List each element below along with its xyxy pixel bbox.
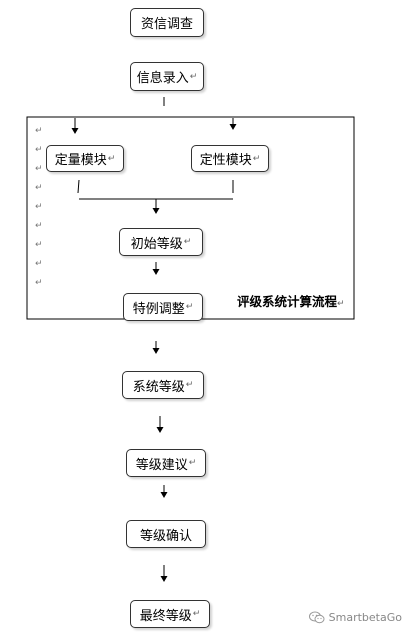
node-info-entry: 信息录入↵: [130, 62, 204, 91]
node-label: 初始等级: [130, 236, 183, 252]
node-label: 定量模块: [54, 153, 107, 168]
para-mark: ↵: [35, 259, 43, 269]
para-mark: ↵: [188, 458, 197, 468]
node-quant-module: 定量模块↵: [46, 145, 124, 172]
watermark: SmartbetaGo: [308, 611, 402, 624]
node-special-adjust: 特例调整↵: [123, 293, 203, 321]
para-mark: ↵: [337, 299, 345, 309]
para-mark: ↵: [185, 380, 194, 390]
node-label: 定性模块: [199, 153, 252, 168]
para-mark: ↵: [35, 145, 43, 155]
para-mark: ↵: [185, 302, 194, 312]
node-grade-suggest: 等级建议↵: [126, 449, 206, 477]
para-mark: ↵: [35, 126, 43, 136]
node-label: 等级建议: [135, 457, 188, 473]
node-label: 特例调整: [132, 301, 185, 317]
subsystem-label-text: 评级系统计算流程: [237, 294, 338, 309]
node-qual-module: 定性模块↵: [191, 145, 269, 172]
para-mark: ↵: [107, 153, 116, 164]
node-label: 等级确认: [139, 528, 192, 544]
wechat-icon: [308, 611, 325, 624]
node-label: 最终等级: [139, 608, 192, 624]
node-label: 信息录入: [136, 71, 189, 86]
node-label: 资信调查: [140, 17, 193, 32]
para-mark: ↵: [252, 153, 261, 164]
subsystem-label: 评级系统计算流程↵: [237, 291, 345, 310]
node-credit-investigation: 资信调查: [130, 8, 204, 37]
node-grade-confirm: 等级确认: [126, 520, 206, 548]
watermark-text: SmartbetaGo: [328, 611, 402, 624]
node-label: 系统等级: [132, 379, 185, 395]
node-final-grade: 最终等级↵: [130, 600, 210, 628]
node-system-grade: 系统等级↵: [122, 371, 204, 399]
para-mark: ↵: [35, 278, 43, 288]
para-mark: ↵: [35, 221, 43, 231]
node-initial-grade: 初始等级↵: [119, 228, 203, 256]
para-mark: ↵: [192, 609, 201, 619]
para-mark: ↵: [35, 240, 43, 250]
para-mark: ↵: [35, 164, 43, 174]
para-mark: ↵: [35, 183, 43, 193]
tick-below-quant: [77, 179, 80, 194]
para-mark: ↵: [189, 71, 198, 82]
para-mark: ↵: [35, 202, 43, 212]
para-mark: ↵: [183, 237, 192, 247]
